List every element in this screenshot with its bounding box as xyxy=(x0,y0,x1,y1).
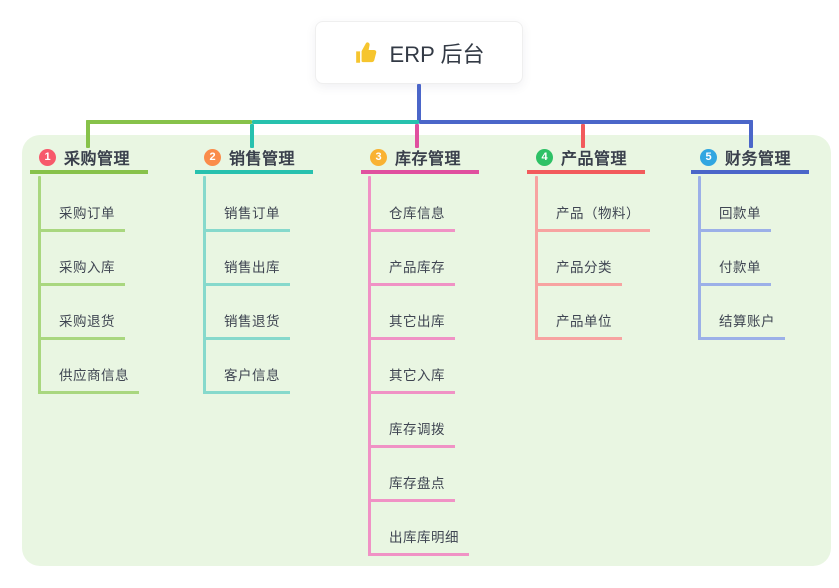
branch-label: 库存管理 xyxy=(395,151,462,168)
branch-drop-5 xyxy=(749,120,753,148)
branch-3-header[interactable]: 3 库存管理 xyxy=(361,144,479,174)
branch-5-child-1[interactable]: 回款单 xyxy=(698,202,771,232)
branch-3-child-5[interactable]: 库存调拨 xyxy=(368,418,455,448)
branch-1-child-1[interactable]: 采购订单 xyxy=(38,202,125,232)
bus-segment-right xyxy=(419,120,753,124)
branch-drop-2 xyxy=(250,124,254,148)
branch-1-child-4[interactable]: 供应商信息 xyxy=(38,364,139,394)
branch-5-spine xyxy=(698,176,701,338)
root-label: ERP 后台 xyxy=(389,41,485,67)
branch-1-child-2[interactable]: 采购入库 xyxy=(38,256,125,286)
branch-label: 财务管理 xyxy=(725,151,792,168)
branch-2-child-3[interactable]: 销售退货 xyxy=(203,310,290,340)
branch-2-child-4[interactable]: 客户信息 xyxy=(203,364,290,394)
branch-label: 产品管理 xyxy=(561,151,628,168)
branch-4-child-1[interactable]: 产品（物料） xyxy=(535,202,650,232)
branch-2-child-1[interactable]: 销售订单 xyxy=(203,202,290,232)
canvas-panel xyxy=(22,135,831,566)
branch-2-header[interactable]: 2 销售管理 xyxy=(195,144,313,174)
branch-3-child-2[interactable]: 产品库存 xyxy=(368,256,455,286)
branch-5-child-3[interactable]: 结算账户 xyxy=(698,310,785,340)
branch-number-badge: 3 xyxy=(370,148,387,166)
branch-3-child-1[interactable]: 仓库信息 xyxy=(368,202,455,232)
branch-1-child-3[interactable]: 采购退货 xyxy=(38,310,125,340)
branch-number-badge: 2 xyxy=(204,148,221,166)
branch-1-header[interactable]: 1 采购管理 xyxy=(30,144,148,174)
branch-4-child-2[interactable]: 产品分类 xyxy=(535,256,622,286)
branch-drop-1 xyxy=(86,120,90,148)
thumbs-up-icon xyxy=(354,40,380,66)
branch-3-child-4[interactable]: 其它入库 xyxy=(368,364,455,394)
branch-3-child-6[interactable]: 库存盘点 xyxy=(368,472,455,502)
branch-number-badge: 4 xyxy=(536,148,553,166)
branch-4-spine xyxy=(535,176,538,338)
branch-3-child-3[interactable]: 其它出库 xyxy=(368,310,455,340)
bus-segment-left xyxy=(86,120,252,124)
branch-3-spine xyxy=(368,176,371,554)
branch-5-child-2[interactable]: 付款单 xyxy=(698,256,771,286)
branch-4-child-3[interactable]: 产品单位 xyxy=(535,310,622,340)
branch-2-child-2[interactable]: 销售出库 xyxy=(203,256,290,286)
branch-number-badge: 5 xyxy=(700,148,717,166)
bus-segment-middle xyxy=(252,120,419,124)
root-node[interactable]: ERP 后台 xyxy=(315,21,523,84)
branch-number-badge: 1 xyxy=(39,148,56,166)
branch-3-child-7[interactable]: 出库库明细 xyxy=(368,526,469,556)
root-connector xyxy=(417,84,421,122)
branch-drop-3 xyxy=(415,124,419,148)
branch-drop-4 xyxy=(581,124,585,148)
branch-label: 销售管理 xyxy=(229,151,296,168)
branch-4-header[interactable]: 4 产品管理 xyxy=(527,144,645,174)
branch-label: 采购管理 xyxy=(64,151,131,168)
branch-5-header[interactable]: 5 财务管理 xyxy=(691,144,809,174)
